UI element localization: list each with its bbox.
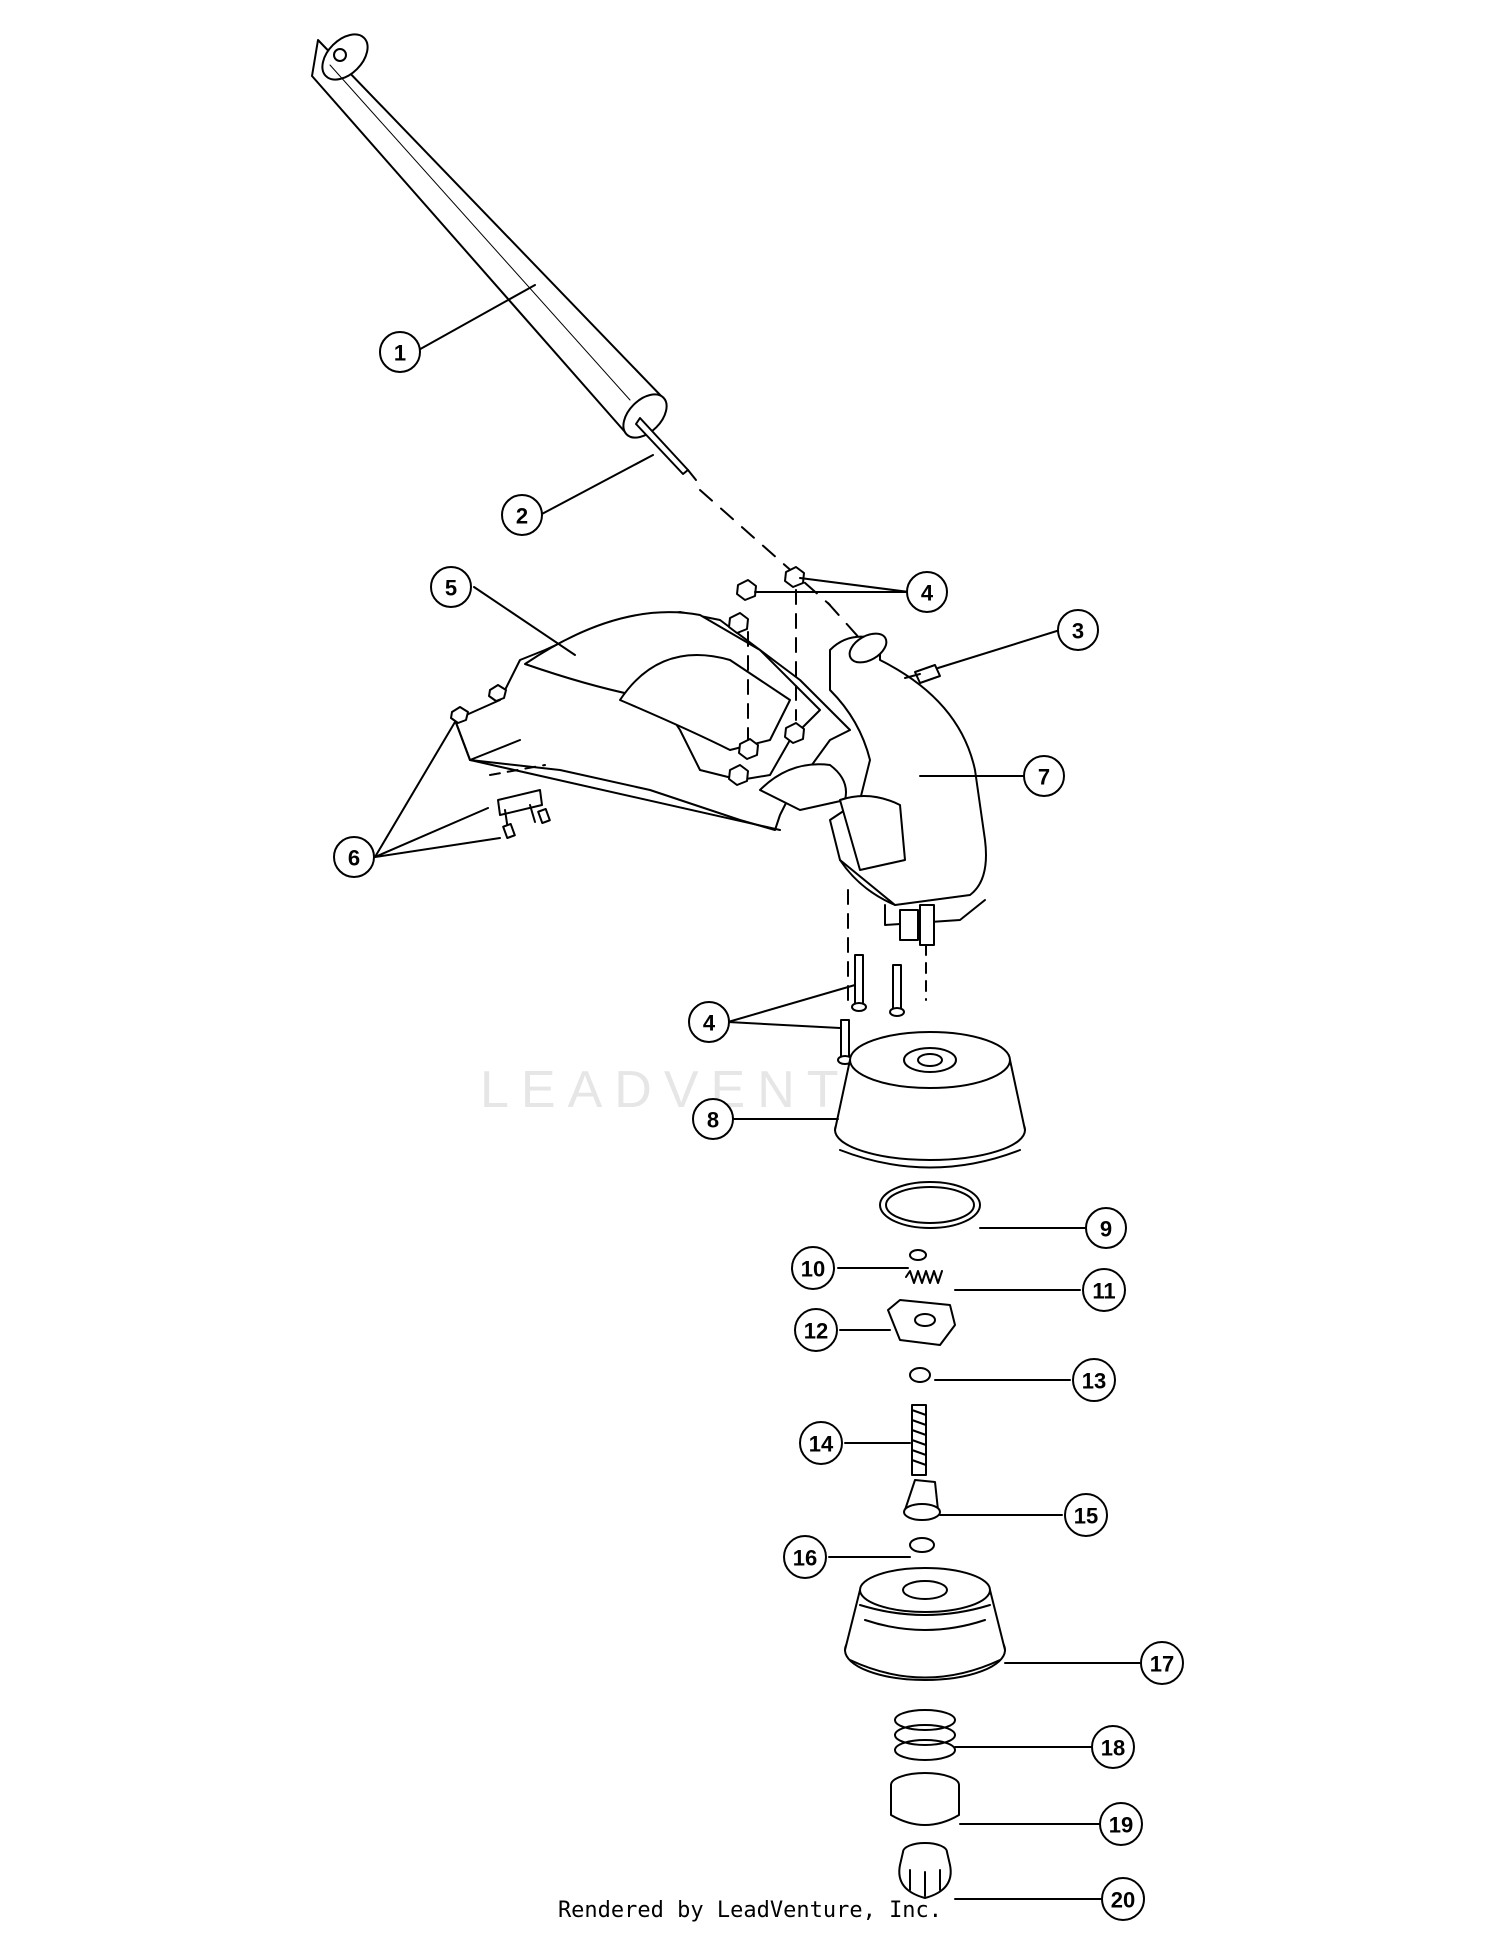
callout-10-label: 10 — [801, 1257, 825, 1282]
callout-12-label: 12 — [804, 1319, 828, 1344]
part-washer — [909, 1249, 927, 1261]
callout-18-label: 18 — [1101, 1736, 1125, 1761]
part-nuts-top — [728, 566, 805, 786]
part-gearhead — [829, 632, 987, 946]
callouts: 1 2 3 4 4 5 6 7 8 9 10 11 12 13 14 15 16… — [333, 331, 1184, 1921]
callout-5-label: 5 — [445, 576, 457, 601]
part-cup — [890, 1772, 960, 1826]
callout-2: 2 — [501, 494, 543, 536]
part-shaft-tube — [311, 33, 668, 439]
callout-13-label: 13 — [1082, 1369, 1106, 1394]
part-o-ring — [879, 1181, 981, 1229]
callout-1: 1 — [379, 331, 421, 373]
part-blade-bracket — [450, 684, 551, 840]
callout-4-bottom: 4 — [688, 1001, 730, 1043]
callout-3-label: 3 — [1072, 619, 1084, 644]
callout-13: 13 — [1072, 1358, 1116, 1402]
callout-15-label: 15 — [1074, 1504, 1098, 1529]
part-bump-knob — [898, 1842, 952, 1899]
footer-credit: Rendered by LeadVenture, Inc. — [557, 1898, 943, 1923]
callout-3: 3 — [1057, 609, 1099, 651]
callout-12: 12 — [794, 1308, 838, 1352]
part-gearhead-screw — [904, 664, 941, 684]
callout-9-label: 9 — [1100, 1217, 1112, 1242]
callout-5: 5 — [430, 566, 472, 608]
part-threaded-shaft — [911, 1404, 927, 1476]
callout-7-label: 7 — [1038, 765, 1050, 790]
callout-17-label: 17 — [1150, 1652, 1174, 1677]
callout-6: 6 — [333, 836, 375, 878]
callout-6-label: 6 — [348, 846, 360, 871]
callout-7: 7 — [1023, 755, 1065, 797]
callout-16-label: 16 — [793, 1546, 817, 1571]
callout-1-label: 1 — [394, 341, 406, 366]
part-spring — [894, 1709, 956, 1761]
part-spool — [844, 1567, 1006, 1681]
callout-8-label: 8 — [707, 1108, 719, 1133]
center-line-2 — [827, 602, 871, 651]
part-eyelet — [903, 1479, 941, 1521]
callout-19-label: 19 — [1109, 1813, 1133, 1838]
part-small-spring — [905, 1270, 943, 1284]
part-retainer — [887, 1299, 956, 1346]
callout-17: 17 — [1140, 1641, 1184, 1685]
callout-11: 11 — [1082, 1268, 1126, 1312]
part-spool-housing — [834, 1031, 1026, 1169]
callout-4-top-label: 4 — [921, 581, 934, 606]
callout-4-top: 4 — [906, 571, 948, 613]
callout-20: 20 — [1101, 1877, 1145, 1921]
callout-14-label: 14 — [809, 1432, 834, 1457]
callout-20-label: 20 — [1111, 1888, 1135, 1913]
callout-16: 16 — [783, 1535, 827, 1579]
part-small-o-ring — [909, 1537, 935, 1553]
part-guard — [454, 611, 851, 831]
callout-8: 8 — [692, 1098, 734, 1140]
callout-11-label: 11 — [1092, 1279, 1115, 1304]
part-screws-bottom — [837, 954, 905, 1065]
callout-14: 14 — [799, 1421, 843, 1465]
callout-15: 15 — [1064, 1493, 1108, 1537]
leader-lines — [374, 284, 1141, 1900]
callout-4-bottom-label: 4 — [703, 1011, 716, 1036]
callout-9: 9 — [1085, 1207, 1127, 1249]
callout-2-label: 2 — [516, 504, 528, 529]
part-clip — [909, 1367, 931, 1383]
center-line — [699, 489, 831, 606]
callout-18: 18 — [1091, 1725, 1135, 1769]
watermark-text: LEADVENT — [480, 1061, 851, 1119]
part-drive-cable — [635, 417, 697, 481]
callout-19: 19 — [1099, 1802, 1143, 1846]
callout-10: 10 — [791, 1246, 835, 1290]
